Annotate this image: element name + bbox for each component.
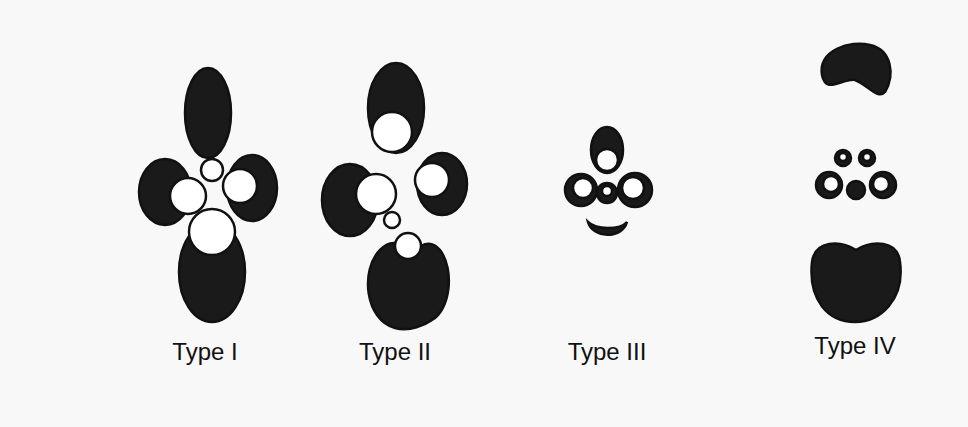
cell (602, 186, 612, 196)
center-dot (847, 181, 865, 199)
cell (201, 159, 223, 181)
cell (170, 178, 206, 214)
cell (395, 233, 421, 259)
type-one-figure (139, 68, 277, 322)
ring (859, 150, 875, 166)
cell (356, 174, 396, 214)
cell (223, 169, 257, 203)
cell (622, 177, 644, 199)
ring (870, 172, 896, 198)
cap (822, 44, 891, 95)
petal (185, 68, 231, 158)
crescent (588, 222, 627, 235)
cell (873, 176, 889, 192)
ring (618, 173, 652, 207)
cell (823, 176, 839, 192)
cell (863, 153, 871, 161)
ring (597, 183, 617, 203)
ring (835, 150, 851, 166)
base (811, 244, 900, 322)
ring (565, 174, 597, 206)
cell (415, 163, 449, 197)
petal (368, 63, 424, 153)
type-label: Type III (568, 338, 647, 366)
cell (596, 149, 618, 171)
ring (816, 172, 842, 198)
cell (372, 112, 412, 152)
cell (573, 178, 593, 198)
type-two-figure (322, 63, 467, 329)
type-four-figure (811, 44, 900, 322)
cell (839, 153, 847, 161)
cell (189, 209, 235, 255)
type-three-figure (565, 127, 652, 235)
type-label: Type I (172, 338, 237, 366)
type-label: Type II (359, 338, 431, 366)
cell (384, 212, 400, 228)
petal (591, 127, 623, 173)
type-label: Type IV (814, 332, 895, 360)
